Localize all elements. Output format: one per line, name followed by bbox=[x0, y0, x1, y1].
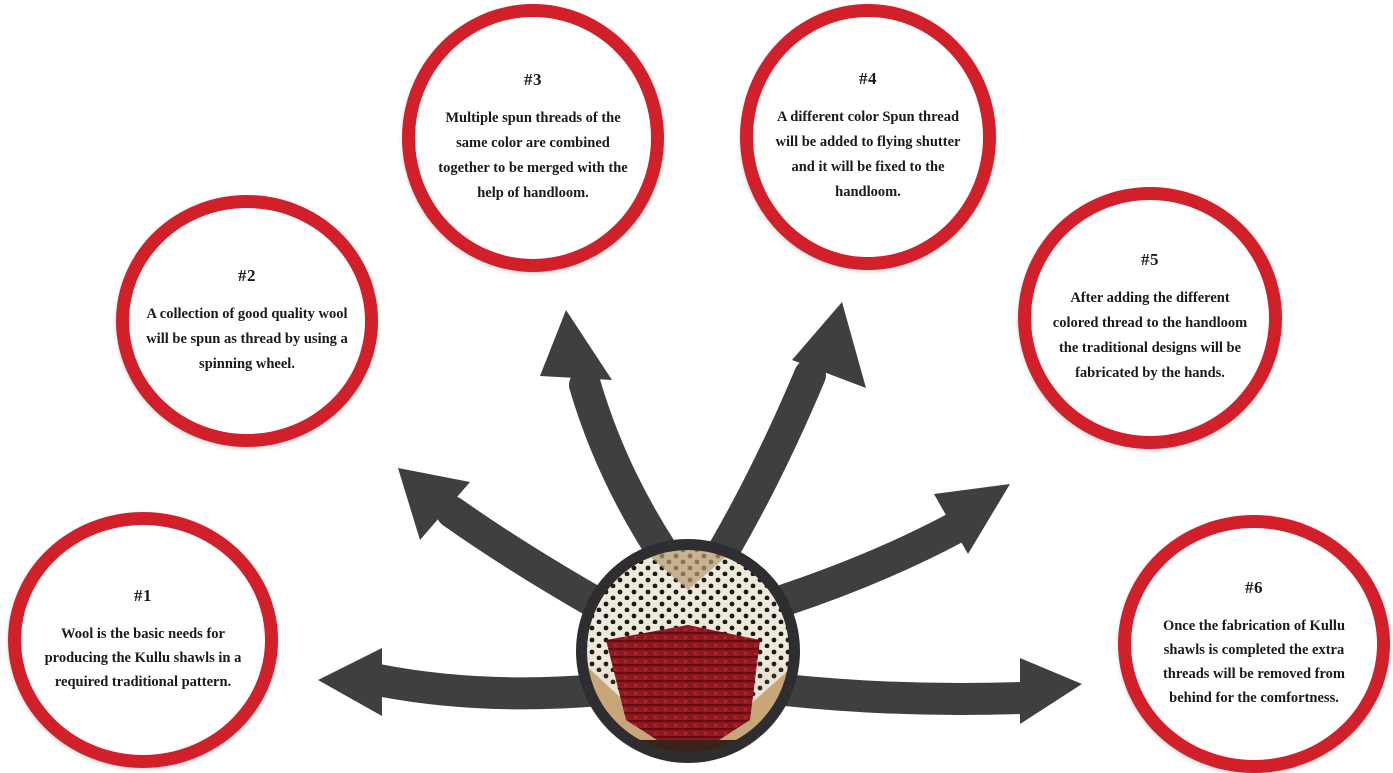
step-description: Once the fabrication of Kullu shawls is … bbox=[1162, 618, 1346, 706]
step-number: #5 bbox=[1141, 250, 1159, 269]
arrow-to-step3 bbox=[569, 369, 676, 564]
step-3-circle: #3 Multiple spun threads of the same col… bbox=[402, 4, 664, 272]
hub-photo bbox=[576, 539, 800, 763]
step-description: After adding the different colored threa… bbox=[1052, 290, 1248, 381]
step-6-circle: #6 Once the fabrication of Kullu shawls … bbox=[1118, 515, 1390, 773]
arrow-to-step2 bbox=[436, 496, 628, 628]
step-number: #3 bbox=[524, 70, 542, 89]
step-number: #6 bbox=[1245, 578, 1263, 597]
arrow-to-step6 bbox=[769, 674, 1036, 715]
arrowhead-step4 bbox=[792, 302, 866, 388]
arrowhead-step3 bbox=[540, 310, 612, 380]
step-description: Multiple spun threads of the same color … bbox=[438, 110, 628, 201]
step-number: #4 bbox=[859, 69, 877, 88]
step-1-circle: #1 Wool is the basic needs for producing… bbox=[8, 512, 278, 768]
arrow-to-step1 bbox=[362, 664, 616, 710]
step-4-circle: #4 A different color Spun thread will be… bbox=[740, 4, 996, 270]
step-description: A collection of good quality wool will b… bbox=[146, 305, 348, 372]
arrowhead-step1 bbox=[318, 648, 382, 716]
arrowhead-step6 bbox=[1020, 658, 1082, 724]
arrowhead-step2 bbox=[398, 468, 470, 540]
arrow-to-step4 bbox=[709, 359, 826, 564]
step-5-circle: #5 After adding the different colored th… bbox=[1018, 187, 1282, 449]
arrowhead-step5 bbox=[934, 484, 1010, 554]
step-description: Wool is the basic needs for producing th… bbox=[44, 626, 242, 690]
arrow-to-step5 bbox=[769, 512, 971, 616]
step-description: A different color Spun thread will be ad… bbox=[775, 109, 961, 200]
step-number: #2 bbox=[238, 265, 256, 285]
step-number: #1 bbox=[134, 586, 152, 605]
step-2-circle: #2 A collection of good quality wool wil… bbox=[116, 195, 378, 447]
